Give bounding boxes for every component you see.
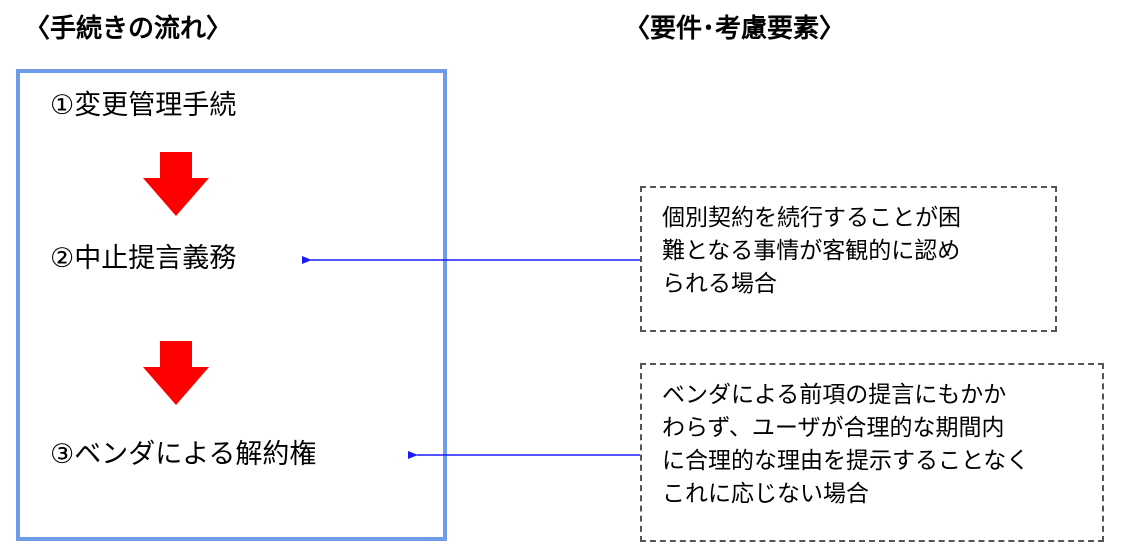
step-change-management: ①変更管理手続 bbox=[50, 90, 237, 121]
step-suspension-proposal: ②中止提言義務 bbox=[50, 243, 237, 274]
down-arrow-shape bbox=[143, 152, 209, 216]
requirements-heading: 〈要件･考慮要素〉 bbox=[624, 14, 846, 44]
down-arrow-shape bbox=[143, 341, 209, 405]
note-line: ベンダによる前項の提言にもかか bbox=[662, 382, 1007, 408]
note-line: 個別契約を続行することが困 bbox=[662, 205, 961, 231]
step-vendor-termination: ③ベンダによる解約権 bbox=[50, 439, 317, 470]
note-line: られる場合 bbox=[662, 271, 777, 297]
note-line: に合理的な理由を提示することなく bbox=[662, 448, 1030, 474]
requirement-note-termination: ベンダによる前項の提言にもかか わらず、ユーザが合理的な期間内 に合理的な理由を… bbox=[640, 363, 1104, 542]
note-line: これに応じない場合 bbox=[662, 481, 869, 507]
note-line: わらず、ユーザが合理的な期間内 bbox=[662, 415, 1005, 441]
down-arrow-icon bbox=[143, 341, 209, 405]
note-line: 難となる事情が客観的に認め bbox=[662, 238, 961, 264]
requirement-note-suspension: 個別契約を続行することが困 難となる事情が客観的に認め られる場合 bbox=[640, 186, 1057, 332]
flow-box bbox=[16, 69, 447, 541]
flow-heading: 〈手続きの流れ〉 bbox=[24, 14, 233, 44]
down-arrow-icon bbox=[143, 152, 209, 216]
